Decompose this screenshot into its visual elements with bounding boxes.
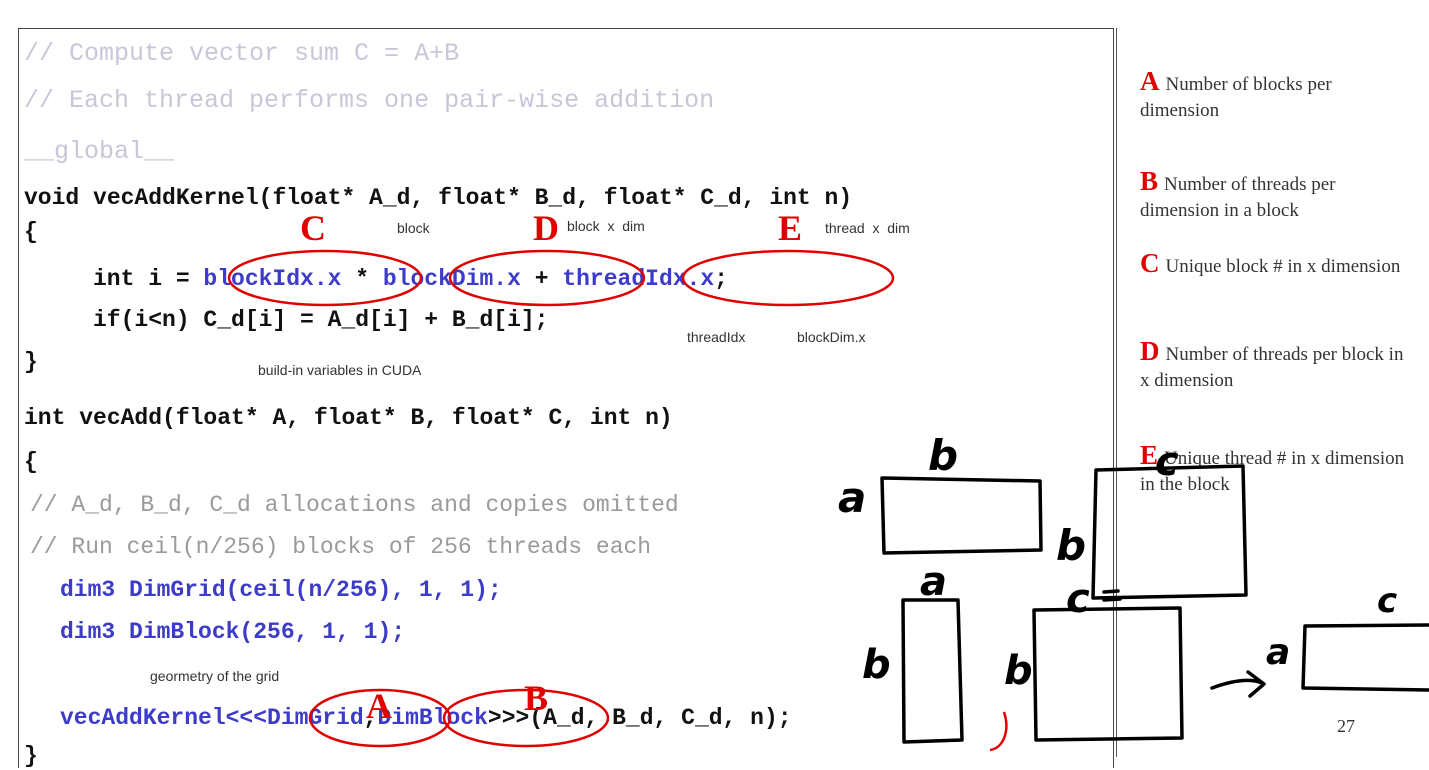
note-block-x-dim: block x dim — [567, 218, 645, 234]
kernel-open-brace: { — [24, 219, 38, 245]
code-comment-2: // Each thread performs one pair-wise ad… — [24, 86, 715, 115]
note-block: block — [397, 220, 430, 236]
page-number: 27 — [1337, 716, 1355, 736]
blockdim-token: blockDim.x — [382, 266, 521, 292]
hw-a-arrow: a — [1266, 632, 1290, 673]
label-a: A — [366, 686, 392, 726]
label-d: D — [533, 208, 559, 248]
dimgrid-line: dim3 DimGrid(ceil(n/256), 1, 1); — [60, 577, 502, 603]
legend-letter-a: A — [1140, 66, 1160, 96]
note-grid-geometry: geormetry of the grid — [150, 668, 280, 684]
dimblock-line: dim3 DimBlock(256, 1, 1); — [60, 619, 406, 645]
code-panel — [18, 28, 1114, 768]
kernel-launch-line: vecAddKernel<<<DimGrid,DimBlock>>>(A_d, … — [60, 704, 792, 732]
blockidx-token: blockIdx.x — [203, 266, 342, 292]
legend-text-c: Unique block # in x dimension — [1165, 256, 1401, 277]
vecadd-open-brace: { — [24, 449, 38, 475]
code-comment-1: // Compute vector sum C = A+B — [24, 39, 460, 68]
panel-divider — [1116, 28, 1117, 757]
code-comment-4: // Run ceil(n/256) blocks of 256 threads… — [30, 534, 652, 560]
legend-text-a: Number of blocks per dimension — [1140, 74, 1332, 121]
legend-letter-e: E — [1140, 440, 1159, 470]
index-computation-line: int i = blockIdx.x * blockDim.x + thread… — [93, 265, 728, 293]
mult-operator: * — [341, 266, 383, 292]
note-blockdim: blockDim.x — [797, 329, 866, 345]
note-thread-x-dim: thread x dim — [825, 220, 910, 236]
legend-text-d: Number of threads per block in x dimensi… — [1140, 344, 1404, 391]
launch-dimblock: DimBlock — [377, 705, 488, 731]
code-global-qualifier: __global__ — [24, 137, 175, 166]
hw-c-far: c — [1377, 581, 1397, 621]
legend-letter-d: D — [1140, 336, 1160, 366]
legend-letter-c: C — [1140, 248, 1160, 278]
note-threadidx: threadIdx — [687, 329, 746, 345]
label-c: C — [300, 208, 326, 248]
note-builtin-variables: build-in variables in CUDA — [258, 362, 422, 378]
if-statement-line: if(i<n) C_d[i] = A_d[i] + B_d[i]; — [93, 307, 549, 333]
vecadd-close-brace: } — [24, 743, 38, 769]
arrow-icon — [1210, 670, 1266, 698]
launch-dimgrid: DimGrid — [267, 705, 364, 731]
vecadd-signature: int vecAdd(float* A, float* B, float* C,… — [24, 405, 673, 431]
line-semicolon: ; — [714, 266, 728, 292]
legend-letter-b: B — [1140, 166, 1159, 196]
launch-prefix: vecAddKernel<<< — [60, 705, 268, 731]
sketch-box-partial — [1301, 623, 1429, 692]
label-b: B — [524, 678, 549, 718]
label-e: E — [778, 208, 803, 248]
plus-operator: + — [520, 266, 563, 292]
threadidx-token: threadIdx.x — [562, 266, 715, 292]
kernel-signature: void vecAddKernel(float* A_d, float* B_d… — [24, 185, 853, 211]
int-i-prefix: int i = — [93, 266, 204, 292]
legend-text-e: Unique thread # in x dimension in the bl… — [1140, 448, 1405, 495]
kernel-close-brace: } — [24, 349, 38, 375]
legend-text-b: Number of threads per dimension in a blo… — [1140, 174, 1336, 221]
code-comment-3: // A_d, B_d, C_d allocations and copies … — [30, 492, 679, 518]
